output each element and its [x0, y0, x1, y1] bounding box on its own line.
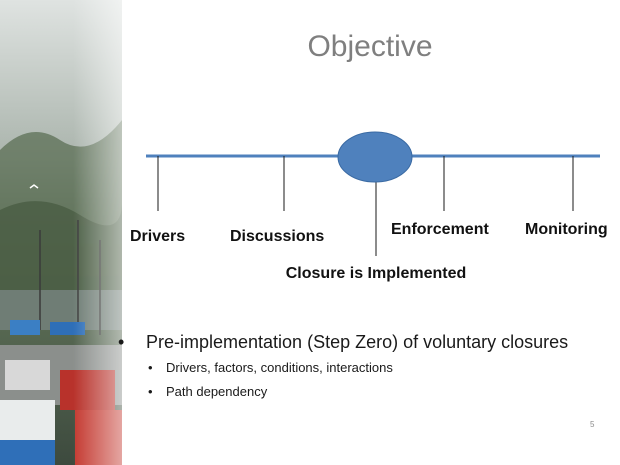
sub-bullet: • Path dependency [118, 382, 613, 402]
page-number: 5 [590, 420, 595, 429]
bullet-dot-icon: • [148, 384, 153, 399]
sub-bullet-text: Path dependency [166, 384, 268, 399]
label-drivers: Drivers [130, 228, 186, 245]
sub-bullet: • Drivers, factors, conditions, interact… [118, 358, 613, 378]
bullet-dot-icon: • [148, 360, 153, 375]
bullet-dot-icon: • [118, 332, 125, 352]
label-discussions: Discussions [230, 228, 325, 245]
label-enforcement: Enforcement [391, 221, 489, 238]
slide-title: Objective [307, 30, 433, 63]
closure-circle [337, 131, 413, 183]
sub-bullet-text: Drivers, factors, conditions, interactio… [166, 360, 393, 375]
label-monitoring: Monitoring [525, 221, 608, 238]
bullet-list: • Pre-implementation (Step Zero) of volu… [118, 330, 613, 402]
harbor-photo [0, 0, 122, 465]
bullet-main-text: Pre-implementation (Step Zero) of volunt… [146, 332, 569, 352]
photo-fade [0, 0, 122, 465]
label-closure-implemented: Closure is Implemented [285, 265, 467, 282]
bullet-main: • Pre-implementation (Step Zero) of volu… [118, 330, 613, 354]
